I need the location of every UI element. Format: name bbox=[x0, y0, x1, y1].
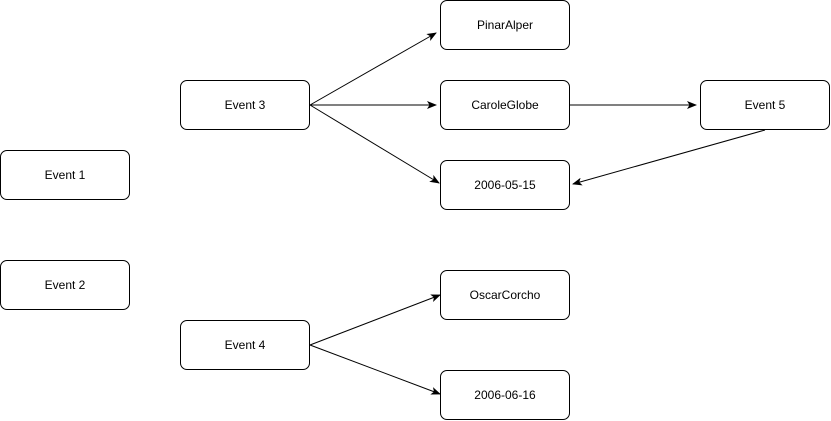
edge-event3-to-date1 bbox=[309, 104, 440, 184]
edge-event4-to-oscar bbox=[309, 294, 441, 346]
node-date-2006-05-15[interactable]: 2006-05-15 bbox=[440, 160, 570, 210]
edge-event4-to-date2 bbox=[309, 344, 441, 395]
node-event-1[interactable]: Event 1 bbox=[0, 150, 130, 200]
node-event-4[interactable]: Event 4 bbox=[180, 320, 310, 370]
edge-event5-to-date1 bbox=[572, 129, 766, 186]
edge-event3-to-pinar bbox=[309, 32, 437, 106]
node-date-2006-06-16[interactable]: 2006-06-16 bbox=[440, 370, 570, 420]
node-event-5[interactable]: Event 5 bbox=[700, 80, 830, 130]
node-oscar-corcho[interactable]: OscarCorcho bbox=[440, 270, 570, 320]
node-pinar-alper[interactable]: PinarAlper bbox=[440, 0, 570, 50]
node-carole-globe[interactable]: CaroleGlobe bbox=[440, 80, 570, 130]
node-event-3[interactable]: Event 3 bbox=[180, 80, 310, 130]
node-event-2[interactable]: Event 2 bbox=[0, 260, 130, 310]
